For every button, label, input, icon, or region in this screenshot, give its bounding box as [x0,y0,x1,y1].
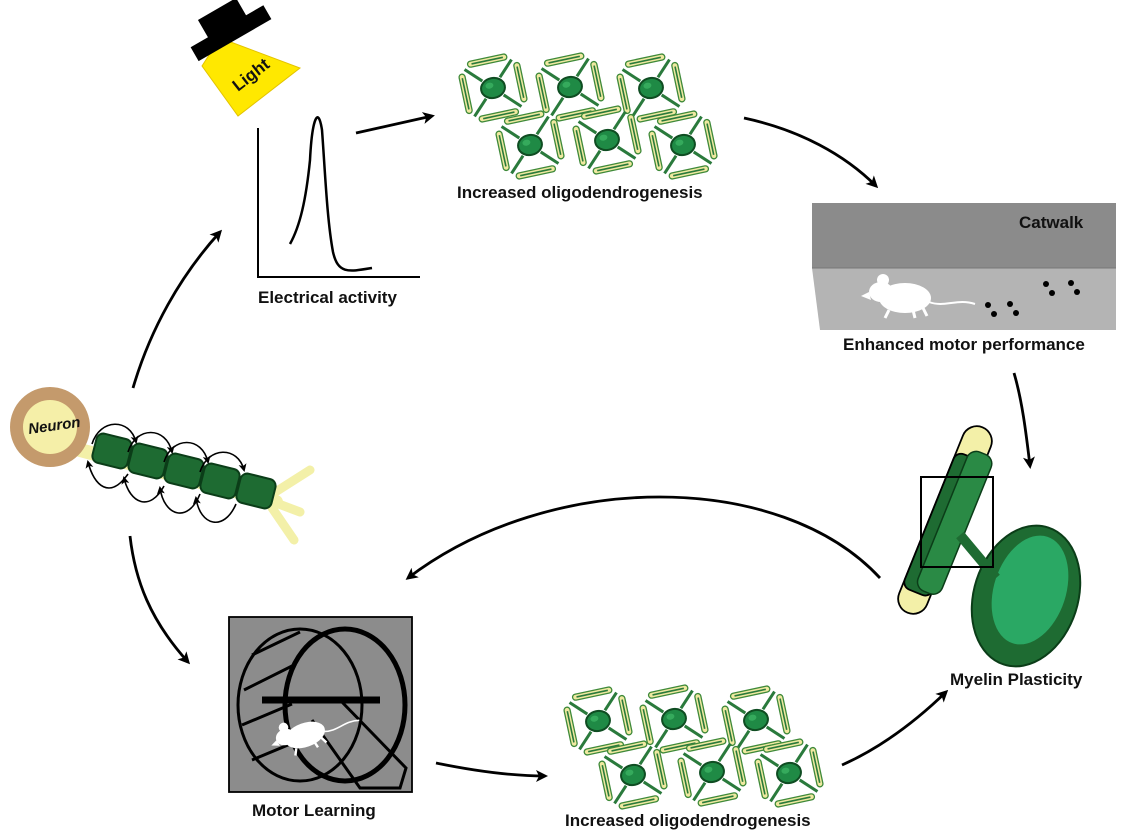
electrical-activity-label: Electrical activity [258,288,397,307]
arrow-myelin-to-motor-learning [405,495,882,580]
electrical-activity-plot [257,116,420,278]
arrow-oligo-to-myelin [841,689,949,767]
catwalk-panel [812,203,1116,330]
arrow-activity-to-oligo [355,112,435,135]
catwalk-label: Catwalk [1019,213,1084,232]
cycle-arrows [128,112,1035,782]
motor-learning-label: Motor Learning [252,801,376,820]
arrow-catwalk-to-myelin [1012,372,1035,469]
increased-oligodendrogenesis-bottom-label: Increased oligodendrogenesis [565,811,811,830]
neuron-icon: Neuron [10,387,315,545]
myelin-plasticity-icon [897,425,1082,668]
arrow-neuron-to-activity [131,229,223,389]
oligodendrocyte-cluster-bottom [559,680,828,814]
oligodendrocyte-cluster-top [454,48,722,184]
enhanced-motor-performance-label: Enhanced motor performance [843,335,1085,354]
arrow-oligo-to-catwalk [743,116,879,189]
arrow-neuron-to-wheel [128,535,191,665]
myelin-plasticity-label: Myelin Plasticity [950,670,1083,689]
running-wheel-panel [228,616,413,793]
increased-oligodendrogenesis-top-label: Increased oligodendrogenesis [457,183,703,202]
light-lamp-icon: Light [190,0,302,117]
arrow-wheel-to-oligo [435,761,548,782]
